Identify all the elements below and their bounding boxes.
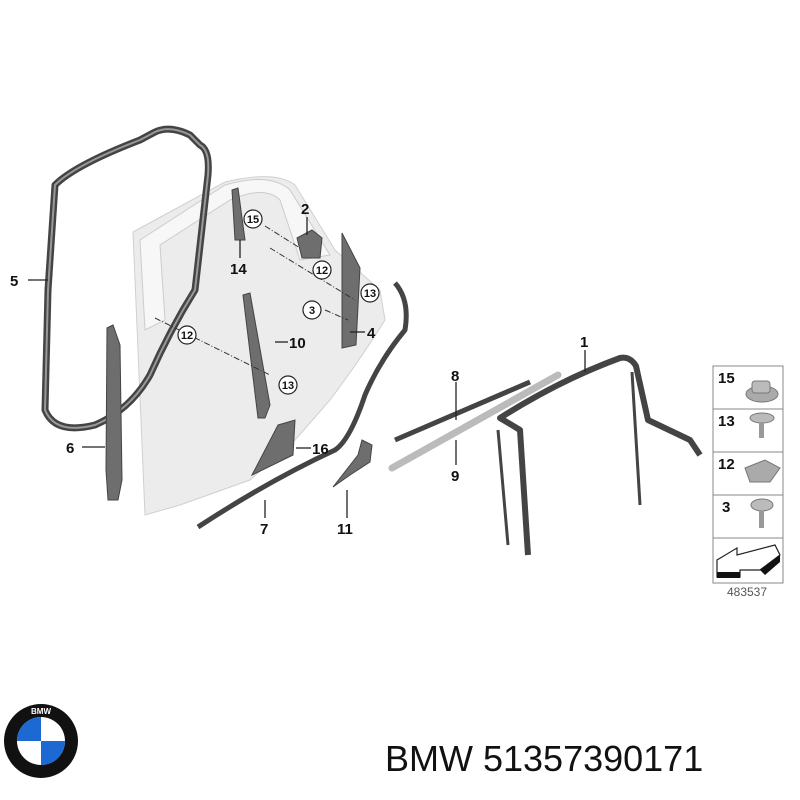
- callout-15-circle: 15: [243, 209, 263, 229]
- callout-1: 1: [580, 334, 588, 351]
- callout-2: 2: [301, 201, 309, 218]
- leader-lines: [28, 217, 586, 518]
- legend-number: 13: [718, 413, 735, 430]
- catalog-number: 483537: [727, 585, 767, 599]
- svg-text:3: 3: [309, 305, 315, 317]
- part-8: [394, 379, 531, 443]
- callout-7: 7: [260, 521, 268, 538]
- part-9: [388, 371, 562, 472]
- svg-text:13: 13: [282, 380, 294, 392]
- fastener-legend: 15 13 12 3 483537: [712, 365, 784, 599]
- clip-nut-icon: [744, 459, 781, 483]
- screw-icon: [749, 412, 775, 438]
- legend-number: 15: [718, 370, 735, 387]
- part-2: [296, 229, 323, 259]
- screw-icon: [750, 498, 774, 528]
- part-11: [332, 439, 373, 488]
- callout-6: 6: [66, 440, 74, 457]
- door-seal-inner: [43, 128, 210, 429]
- bmw-logo: BMW: [4, 704, 78, 778]
- svg-text:12: 12: [316, 265, 328, 277]
- callout-12-circle: 12: [177, 325, 197, 345]
- callout-16: 16: [312, 441, 329, 458]
- clip-nut-icon: [745, 380, 779, 403]
- callout-9: 9: [451, 468, 459, 485]
- svg-text:15: 15: [247, 214, 259, 226]
- callout-11: 11: [337, 521, 353, 538]
- part-1-inner: [496, 371, 642, 546]
- callout-13-circle: 13: [360, 283, 380, 303]
- part-6: [105, 324, 123, 501]
- part-14: [231, 187, 246, 241]
- part-7: [196, 281, 409, 530]
- callout-13-circle: 13: [278, 375, 298, 395]
- assembly-line: [154, 225, 356, 376]
- part-1: [497, 354, 703, 556]
- callout-5: 5: [10, 273, 18, 290]
- parts-diagram: 5 2 14 4 10 6 16 7 11 8 9 1 15 12 13 3 1…: [10, 125, 784, 599]
- svg-text:BMW: BMW: [31, 707, 51, 716]
- callout-10: 10: [289, 335, 306, 352]
- part-16: [250, 419, 296, 477]
- svg-text:13: 13: [364, 288, 376, 300]
- callout-4: 4: [367, 325, 376, 342]
- callout-12-circle: 12: [312, 260, 332, 280]
- callout-14: 14: [230, 261, 247, 278]
- legend-number: 3: [722, 499, 730, 516]
- svg-text:12: 12: [181, 330, 193, 342]
- legend-number: 12: [718, 456, 735, 473]
- callout-3-circle: 3: [302, 300, 322, 320]
- arrow-icon: [716, 544, 781, 578]
- door-window-frame: [139, 179, 331, 331]
- part-10: [242, 292, 271, 419]
- part-number-caption: BMW 51357390171: [385, 738, 704, 779]
- callout-8: 8: [451, 368, 459, 385]
